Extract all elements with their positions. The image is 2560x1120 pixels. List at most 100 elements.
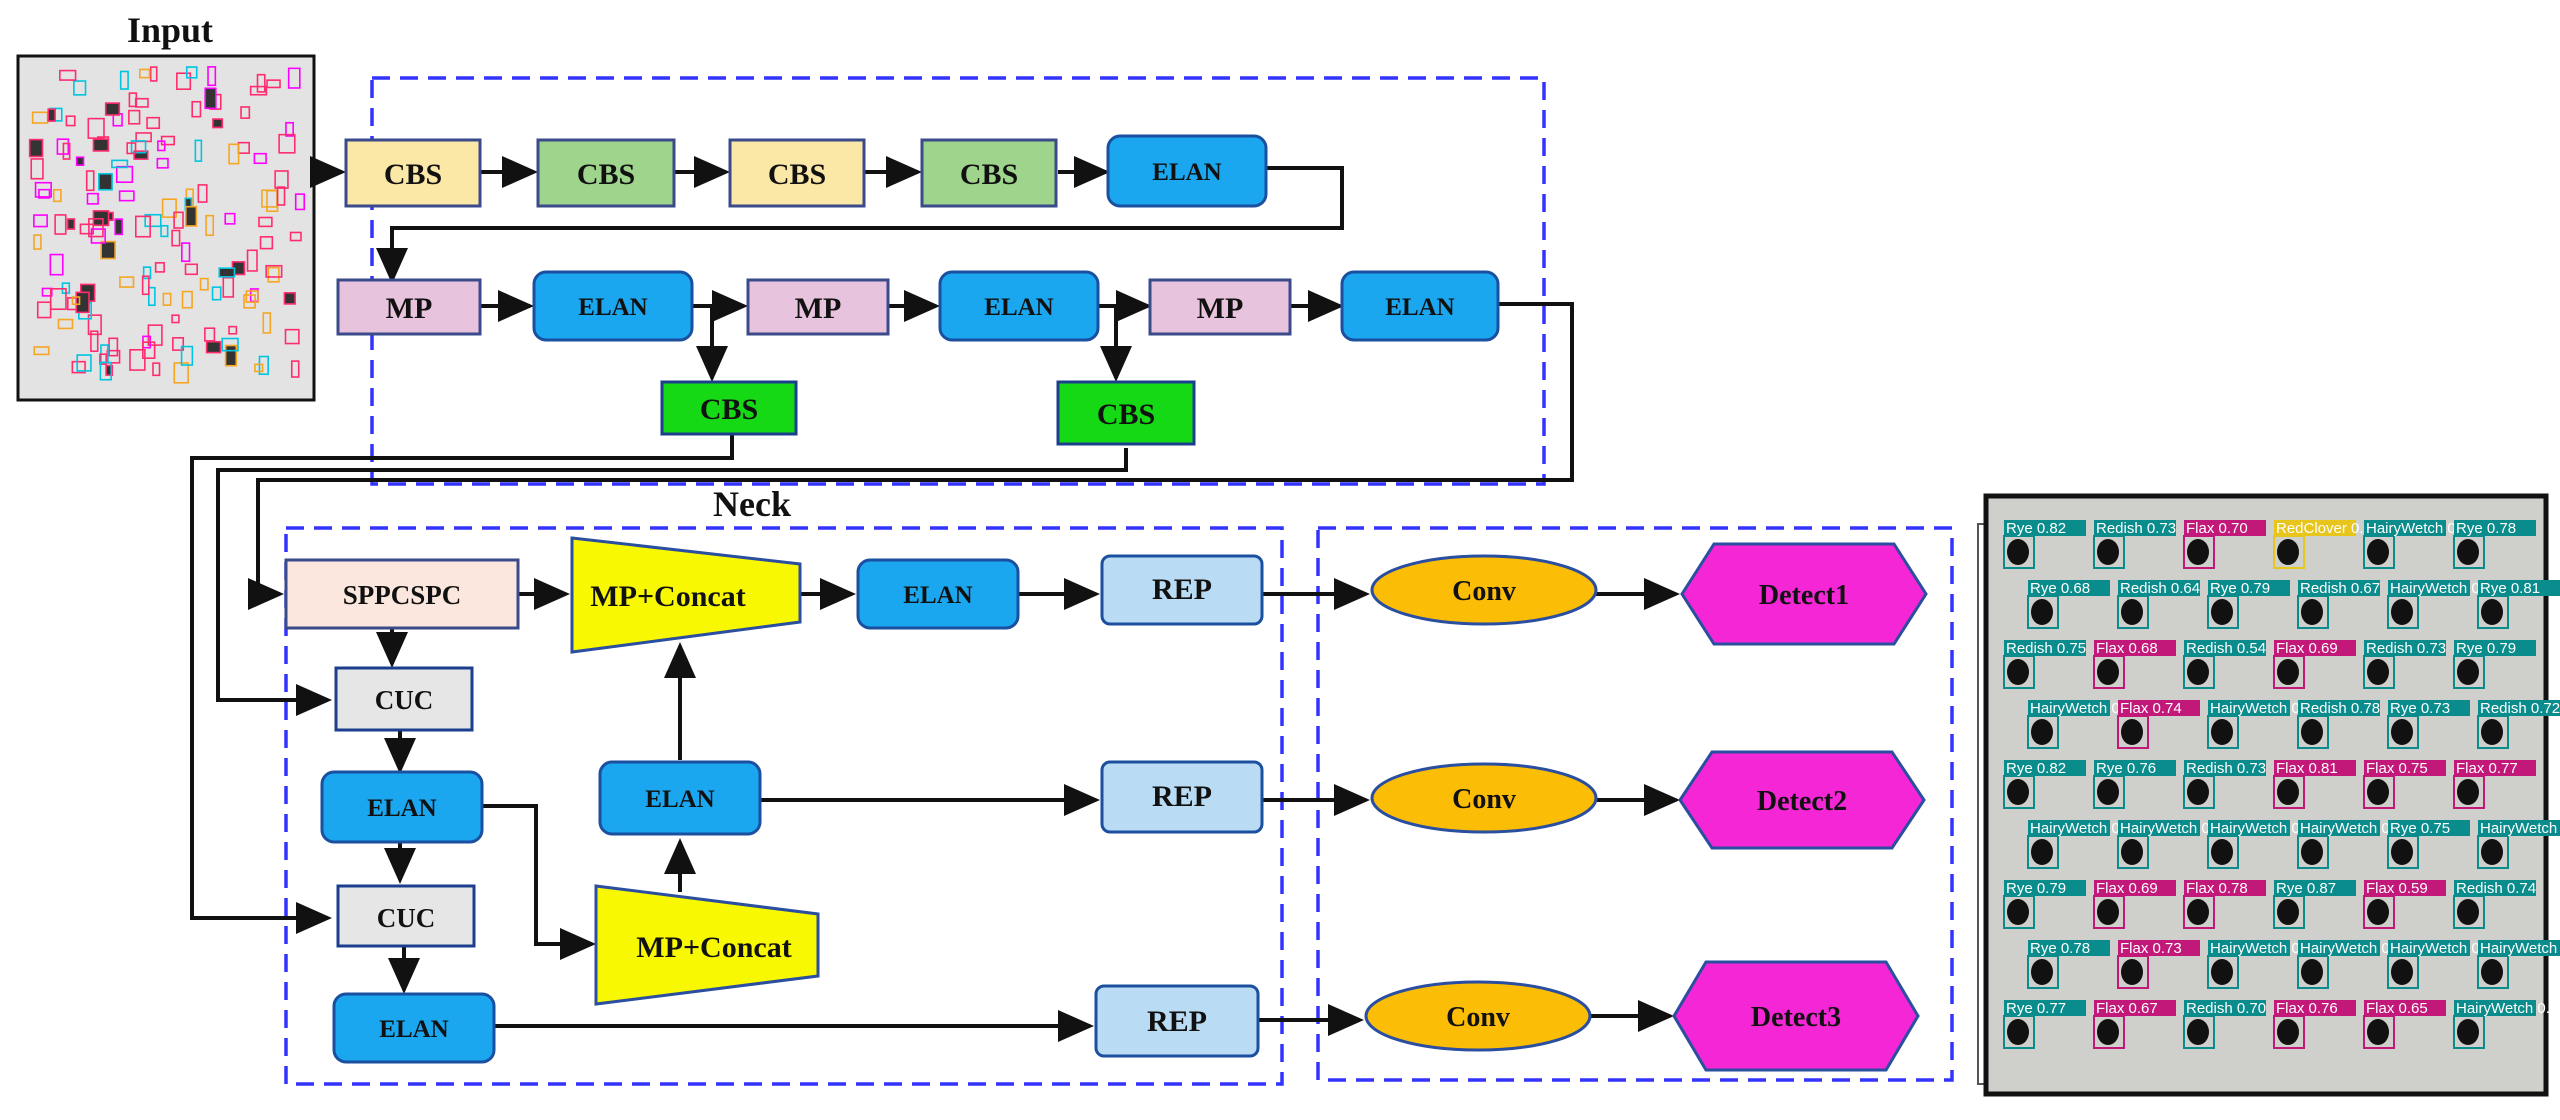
detection-label: HairyWetch 0.77 (2390, 940, 2501, 957)
input-annotation-box (33, 214, 48, 228)
svg-text:ELAN: ELAN (984, 294, 1053, 321)
detection-label: Flax 0.67 (2096, 1000, 2158, 1017)
seed (2367, 539, 2389, 565)
input-annotation-box (147, 286, 156, 307)
detection-box: Redish 0.78 (2297, 700, 2380, 749)
detection-label: Redish 0.74 (2456, 880, 2536, 897)
input-annotation-box (114, 218, 123, 236)
rep-block-2: REP (1100, 760, 1264, 834)
input-annotation-box (171, 314, 180, 324)
conv-block-3: Conv (1364, 980, 1592, 1052)
detection-box: Redish 0.73 (2183, 760, 2266, 809)
input-annotation-box (129, 348, 146, 371)
input-annotation-box (259, 236, 274, 250)
svg-text:CBS: CBS (384, 158, 442, 191)
conv-block-2: Conv (1370, 762, 1598, 834)
svg-text:Conv: Conv (1452, 576, 1516, 607)
input-annotation-box (176, 72, 192, 90)
input-annotation-box (172, 337, 185, 351)
detection-box: HairyWetch 0.79 (2027, 820, 2141, 869)
svg-text:CBS: CBS (700, 393, 758, 426)
detection-box: Redish 0.54 (2183, 640, 2266, 689)
input-annotation-box (47, 108, 56, 122)
elan-block-neck-2: ELAN (320, 770, 484, 844)
svg-text:REP: REP (1152, 573, 1212, 606)
input-annotation-box (276, 186, 286, 206)
seed (2277, 659, 2299, 685)
detection-box: Flax 0.70 (2183, 520, 2266, 569)
detection-label: Rye 0.73 (2390, 700, 2450, 717)
seed (2007, 539, 2029, 565)
input-annotation-box (126, 142, 137, 155)
input-annotation-box (28, 138, 44, 158)
input-annotation-box (149, 66, 158, 82)
detection-label: HairyWetch 0.77 (2300, 940, 2411, 957)
detection-label: HairyWetch 0.75 (2456, 1000, 2560, 1017)
detection-box: HairyWetch 0.75 (2453, 1000, 2560, 1049)
detection-label: Flax 0.65 (2366, 1000, 2428, 1017)
detection-box: Redish 0.67 (2297, 580, 2380, 629)
svg-text:ELAN: ELAN (578, 294, 647, 321)
seed (2187, 779, 2209, 805)
detect2-block: Detect2 (1678, 750, 1926, 850)
input-annotation-box (199, 277, 209, 291)
input-annotation-box (243, 294, 256, 309)
svg-text:MP: MP (1197, 292, 1244, 325)
input-annotation-box (181, 242, 191, 263)
input-annotation-box (256, 73, 266, 93)
detection-label: Flax 0.59 (2366, 880, 2428, 897)
cbs-block-6: CBS (1056, 380, 1196, 446)
input-annotation-box (142, 341, 156, 359)
seed (2457, 539, 2479, 565)
detection-label: Redish 0.64 (2120, 580, 2200, 597)
input-annotation-box (207, 66, 217, 87)
input-annotation-box (139, 68, 151, 79)
cuc-block-1: CUC (334, 666, 474, 732)
seed (2211, 839, 2233, 865)
input-annotation-box (246, 249, 258, 272)
input-annotation-box (119, 70, 129, 90)
mp-concat-block-2: MP+Concat (594, 884, 820, 1006)
svg-text:ELAN: ELAN (1385, 294, 1454, 321)
detection-label: Flax 0.78 (2186, 880, 2248, 897)
input-annotation-box (65, 115, 76, 127)
seed (2277, 899, 2299, 925)
input-annotation-box (152, 362, 161, 377)
seed (2481, 959, 2503, 985)
detection-box: Rye 0.78 (2027, 940, 2110, 989)
svg-text:Detect2: Detect2 (1757, 786, 1847, 817)
seed (2187, 539, 2209, 565)
detection-label: Flax 0.77 (2456, 760, 2518, 777)
input-annotation-box (128, 109, 141, 125)
input-annotation-box (133, 150, 149, 160)
input-annotation-box (205, 214, 215, 237)
detection-box: HairyWetch 0.80 (2477, 820, 2560, 869)
input-annotation-box (75, 156, 85, 166)
seed (2031, 719, 2053, 745)
detection-box: Flax 0.59 (2363, 880, 2446, 929)
mp-block-3: MP (1148, 278, 1292, 336)
detection-box: Flax 0.76 (2273, 1000, 2356, 1049)
detection-label: Redish 0.73 (2096, 520, 2176, 537)
seed (2301, 599, 2323, 625)
seed (2121, 599, 2143, 625)
detection-label: Rye 0.82 (2006, 520, 2066, 537)
detection-label: RedClover 0.68 (2276, 520, 2380, 537)
input-annotation-box (265, 264, 283, 278)
seed (2031, 959, 2053, 985)
detection-label: HairyWetch 0.79 (2390, 580, 2501, 597)
seed (2097, 1019, 2119, 1045)
seed (2457, 779, 2479, 805)
input-annotation-box (86, 192, 99, 205)
cuc-block-2: CUC (336, 884, 476, 948)
seed (2211, 599, 2233, 625)
input-annotation-box (253, 152, 267, 165)
elan-block-neck-3: ELAN (598, 760, 762, 836)
input-annotation-box (130, 140, 147, 154)
detection-label: Redish 0.54 (2186, 640, 2266, 657)
detection-box: Rye 0.79 (2453, 640, 2536, 689)
detection-box: Flax 0.77 (2453, 760, 2536, 809)
svg-text:CBS: CBS (768, 158, 826, 191)
seed (2097, 779, 2119, 805)
input-annotation-box (224, 344, 238, 367)
